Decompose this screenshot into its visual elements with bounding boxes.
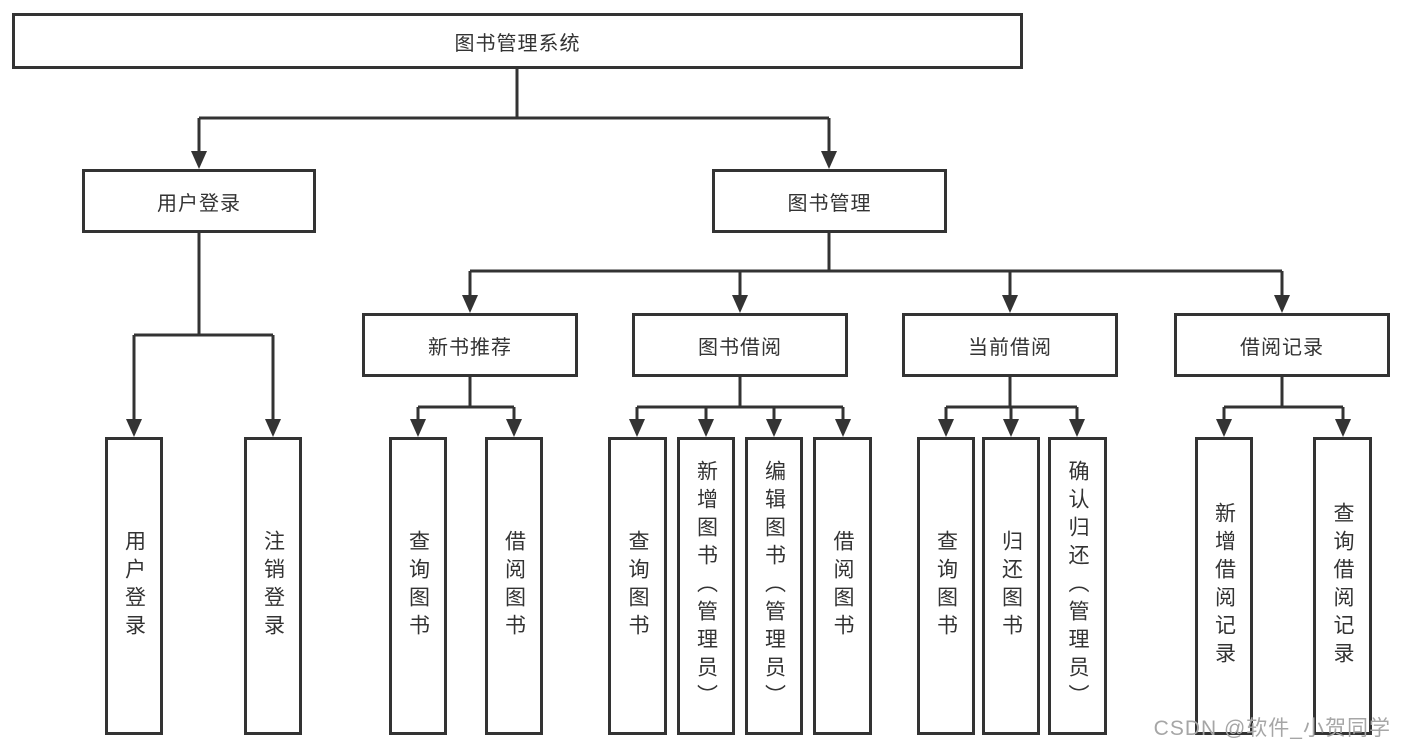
csdn-watermark: CSDN @软件_小贺同学 [1153,717,1391,740]
node-root: 图书管理系统 [12,13,1023,69]
arrow-down-icon [732,295,748,313]
leaf-edit-books-admin: 编辑图书（管理员） [745,437,803,735]
connector-book-mgmt-sections [468,233,1284,297]
arrow-down-icon [1274,295,1290,313]
node-borrow-records: 借阅记录 [1174,313,1390,377]
leaf-label: 新增借阅记录 [1212,502,1236,670]
node-root-label: 图书管理系统 [454,32,581,55]
node-book-borrow-label: 图书借阅 [698,336,782,359]
leaf-query-books-current: 查询图书 [917,437,975,735]
arrow-down-icon [506,419,522,437]
leaf-label: 归还图书 [999,530,1023,642]
arrowheads [126,151,1351,437]
connector-new-book-children [416,377,516,421]
connector-book-borrow-children [635,377,845,421]
node-borrow-records-label: 借阅记录 [1240,336,1324,359]
arrow-down-icon [191,151,207,169]
node-user-login: 用户登录 [82,169,316,233]
leaf-add-books-admin: 新增图书（管理员） [677,437,735,735]
arrow-down-icon [126,419,142,437]
node-book-management: 图书管理 [712,169,947,233]
arrow-down-icon [835,419,851,437]
arrow-down-icon [1335,419,1351,437]
arrow-down-icon [1003,419,1019,437]
connector-paths [132,68,1345,421]
leaf-user-login: 用户登录 [105,437,163,735]
leaf-label: 借阅图书 [502,530,526,642]
arrow-down-icon [1002,295,1018,313]
node-book-management-label: 图书管理 [787,192,872,215]
leaf-label: 查询图书 [406,530,430,642]
connector-borrow-records-children [1222,377,1345,421]
node-new-book-recommend: 新书推荐 [362,313,578,377]
arrow-down-icon [1069,419,1085,437]
arrow-down-icon [938,419,954,437]
leaf-query-books-recommend: 查询图书 [389,437,447,735]
leaf-borrow-books: 借阅图书 [813,437,872,735]
leaf-label: 查询图书 [626,530,649,642]
node-current-borrow-label: 当前借阅 [968,336,1052,359]
leaf-label: 查询借阅记录 [1331,502,1354,670]
leaf-label: 编辑图书（管理员） [762,460,786,712]
leaf-logout: 注销登录 [244,437,302,735]
leaf-label: 用户登录 [122,530,146,642]
node-new-book-recommend-label: 新书推荐 [428,336,512,359]
leaf-label: 注销登录 [261,530,285,642]
connector-root-to-level2 [197,68,831,153]
leaf-label: 新增图书（管理员） [694,460,718,712]
connector-current-borrow-children [944,377,1079,421]
node-current-borrow: 当前借阅 [902,313,1118,377]
connector-user-login-children [132,233,275,421]
leaf-add-borrow-record: 新增借阅记录 [1195,437,1253,735]
arrow-down-icon [766,419,782,437]
arrow-down-icon [629,419,645,437]
arrow-down-icon [698,419,714,437]
leaf-borrow-books-recommend: 借阅图书 [485,437,543,735]
leaf-confirm-return-admin: 确认归还（管理员） [1048,437,1107,735]
node-book-borrow: 图书借阅 [632,313,848,377]
leaf-return-books: 归还图书 [982,437,1040,735]
arrow-down-icon [410,419,426,437]
arrow-down-icon [462,295,478,313]
leaf-label: 查询图书 [934,530,958,642]
leaf-query-books-borrow: 查询图书 [608,437,667,735]
node-user-login-label: 用户登录 [157,192,241,215]
arrow-down-icon [1216,419,1232,437]
leaf-query-borrow-record: 查询借阅记录 [1313,437,1372,735]
leaf-label: 借阅图书 [831,530,854,642]
arrow-down-icon [265,419,281,437]
leaf-label: 确认归还（管理员） [1066,460,1089,712]
arrow-down-icon [821,151,837,169]
